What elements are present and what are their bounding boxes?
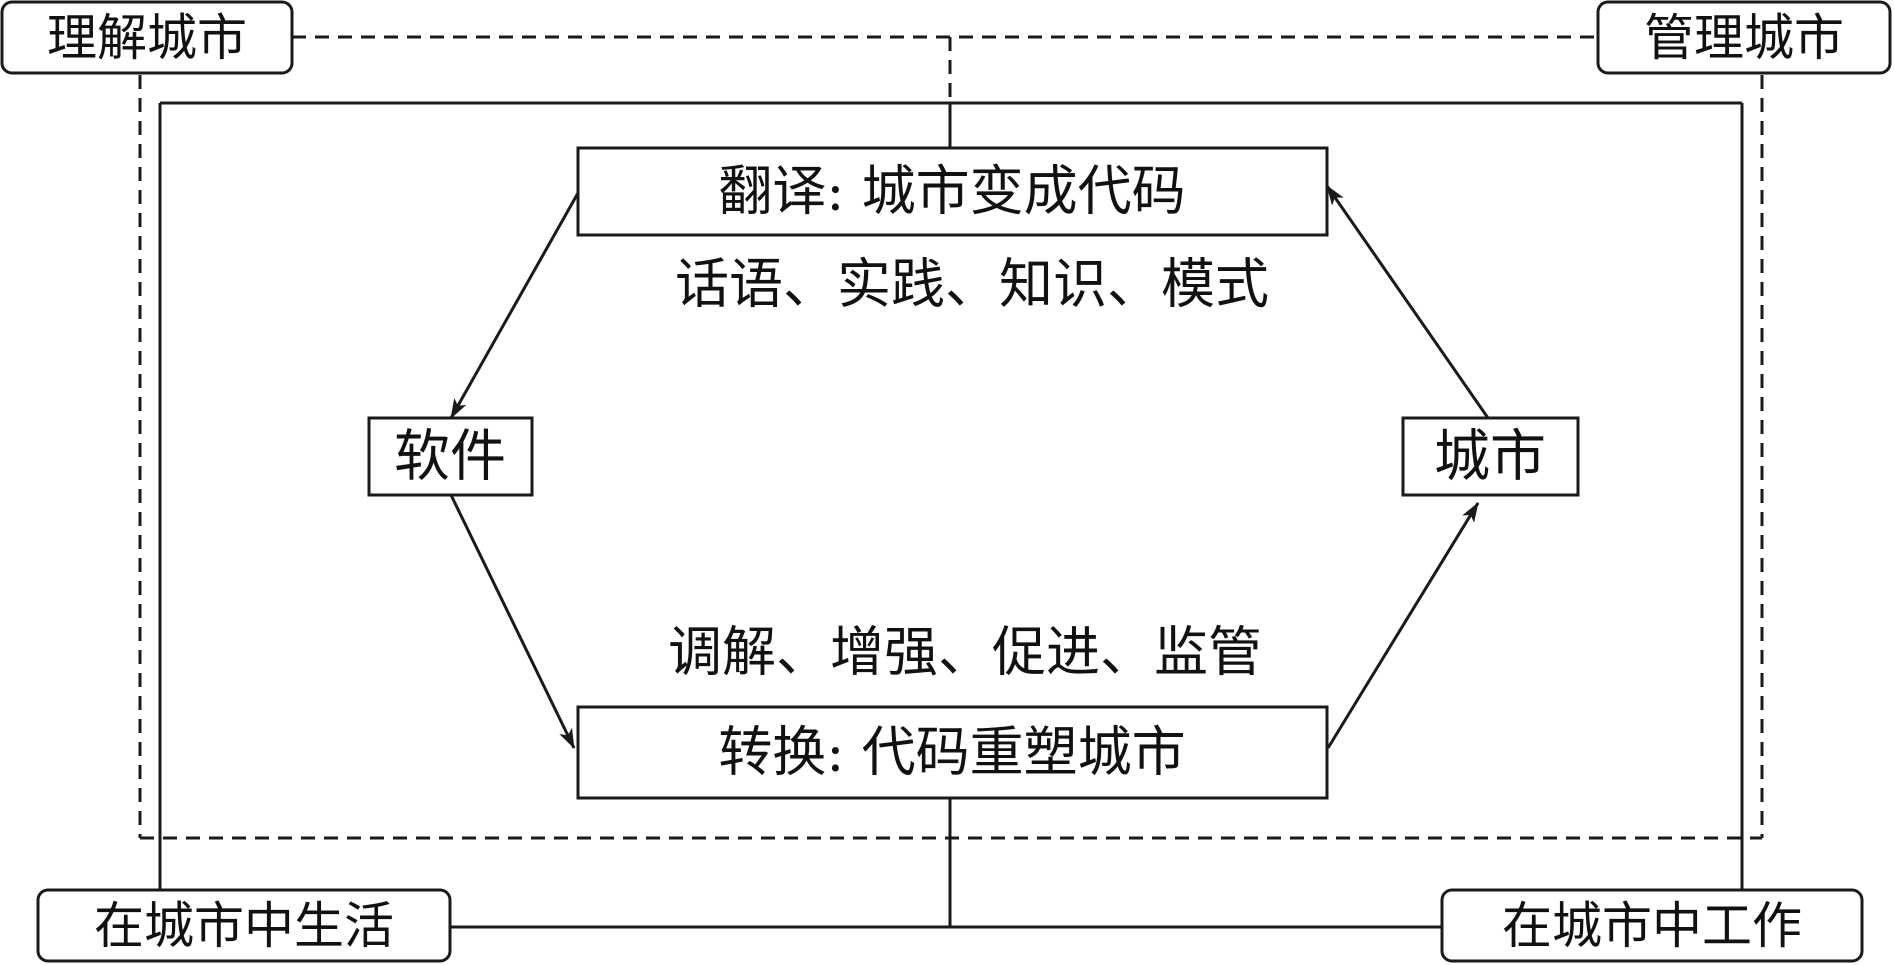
corner-top-left-label: 理解城市	[47, 9, 247, 67]
city-label: 城市	[1434, 425, 1546, 490]
transform-node: 转换: 代码重塑城市	[576, 705, 1329, 800]
corner-bottom-left: 在城市中生活	[36, 888, 452, 963]
corner-top-right: 管理城市	[1596, 0, 1892, 75]
arrow-transform-to-city	[1326, 502, 1480, 749]
arrow-software-to-transform	[449, 494, 576, 749]
corner-bottom-right: 在城市中工作	[1440, 888, 1864, 963]
city-node: 城市	[1401, 416, 1580, 497]
translate-node: 翻译: 城市变成代码	[576, 146, 1329, 237]
corner-top-left: 理解城市	[0, 0, 294, 75]
transform-label: 转换: 代码重塑城市	[718, 721, 1185, 784]
solid-frame	[158, 101, 1744, 929]
translate-label: 翻译: 城市变成代码	[718, 160, 1185, 223]
software-label: 软件	[394, 425, 506, 490]
software-node: 软件	[367, 416, 534, 497]
corner-top-right-label: 管理城市	[1644, 9, 1844, 67]
cycle-arrows	[449, 185, 1490, 749]
arrow-city-to-translate	[1325, 185, 1490, 419]
transform-items-text: 调解、增强、促进、监管	[668, 621, 1262, 684]
corner-bottom-left-label: 在城市中生活	[94, 897, 394, 955]
corner-bottom-right-label: 在城市中工作	[1502, 897, 1802, 955]
arrow-translate-to-software	[449, 192, 580, 419]
translate-items-text: 话语、实践、知识、模式	[675, 253, 1269, 316]
